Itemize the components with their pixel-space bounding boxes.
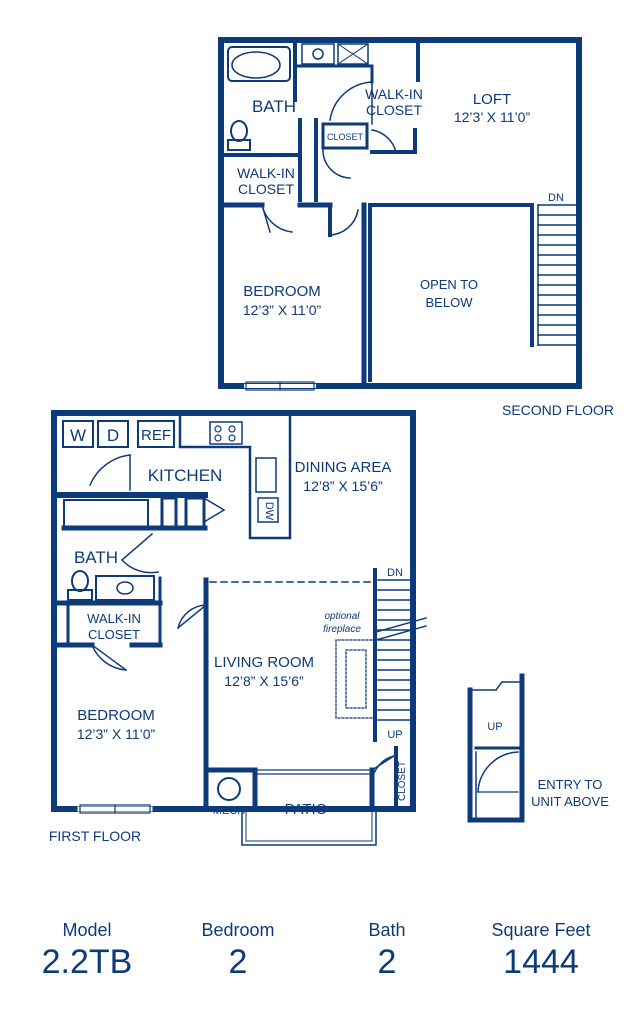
stat-bedroom: Bedroom 2	[163, 920, 313, 982]
stat-bedroom-caption: Bedroom	[201, 920, 275, 940]
fridge-label: REF	[141, 427, 171, 444]
first-closet-label: CLOSET	[397, 761, 408, 801]
second-bath-label: BATH	[252, 97, 296, 116]
second-wic-left-line2: CLOSET	[238, 181, 294, 197]
entry-stairs-up: UP	[487, 721, 502, 733]
kitchen-label: KITCHEN	[148, 466, 223, 485]
entry-stair-plan	[467, 673, 525, 823]
second-floor-caption: SECOND FLOOR	[502, 402, 614, 418]
second-wic-top-line1: WALK-IN	[365, 86, 423, 102]
fireplace-line1: optional	[324, 611, 360, 622]
dryer-label: D	[107, 426, 119, 445]
first-stairs-dn: DN	[387, 567, 403, 579]
first-floor-caption: FIRST FLOOR	[49, 828, 141, 844]
stat-square-feet-value: 1444	[503, 943, 579, 981]
first-bath-label: BATH	[74, 548, 118, 567]
living-room-dimensions: 12’8” X 15’6”	[224, 673, 304, 689]
stat-square-feet-caption: Square Feet	[491, 920, 591, 940]
second-closet-label: CLOSET	[327, 132, 364, 142]
fireplace-line2: fireplace	[323, 624, 361, 635]
first-bedroom-label: BEDROOM	[77, 707, 155, 724]
first-wic-line2: CLOSET	[88, 627, 140, 642]
loft-label: LOFT	[473, 91, 511, 108]
loft-dimensions: 12’3’ X 11’0”	[454, 109, 531, 125]
stat-bath-caption: Bath	[368, 920, 406, 940]
stat-bath-value: 2	[377, 943, 397, 981]
second-stairs-dn: DN	[548, 192, 564, 204]
washer-label: W	[70, 426, 86, 445]
first-bedroom-dimensions: 12’3” X 11’0”	[77, 726, 156, 742]
stat-model: Model 2.2TB	[12, 920, 162, 982]
stat-model-caption: Model	[62, 920, 112, 940]
stat-model-value: 2.2TB	[41, 943, 133, 981]
stat-bedroom-value: 2	[228, 943, 248, 981]
second-bedroom-label: BEDROOM	[243, 283, 321, 300]
open-to-below-line2: BELOW	[426, 295, 474, 310]
patio-label: PATIO	[285, 801, 328, 818]
second-floor-plan	[218, 37, 582, 391]
second-bedroom-dimensions: 12’3” X 11’0”	[243, 302, 322, 318]
open-to-below-line1: OPEN TO	[420, 277, 478, 292]
entry-label-line2: UNIT ABOVE	[531, 794, 609, 809]
entry-label-line1: ENTRY TO	[538, 777, 603, 792]
second-wic-top-line2: CLOSET	[366, 102, 422, 118]
first-floor-plan	[51, 410, 427, 846]
mech-label: MECH	[213, 805, 245, 817]
floor-plan-drawing: W D REF DW BATH WALK-IN CLOSET CLOSET WA…	[49, 37, 614, 846]
stat-bath: Bath 2	[312, 920, 462, 982]
dining-dimensions: 12’8” X 15’6”	[303, 478, 383, 494]
unit-stats: Model 2.2TB Bedroom 2 Bath 2 Square Feet…	[0, 920, 638, 1020]
first-stairs-up: UP	[387, 729, 402, 741]
living-room-label: LIVING ROOM	[214, 654, 314, 671]
first-wic-line1: WALK-IN	[87, 611, 141, 626]
second-wic-left-line1: WALK-IN	[237, 165, 295, 181]
stat-square-feet: Square Feet 1444	[466, 920, 616, 982]
dining-label: DINING AREA	[295, 459, 392, 476]
dishwasher-label: DW	[263, 502, 275, 521]
